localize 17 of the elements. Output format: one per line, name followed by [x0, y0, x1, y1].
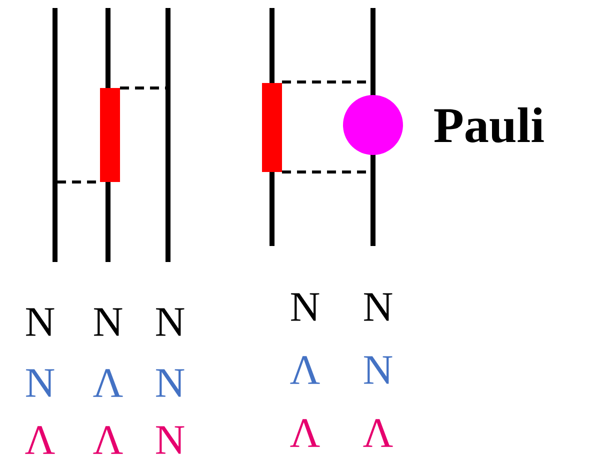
particle-symbol: N: [291, 293, 320, 321]
particle-symbol: N: [94, 308, 122, 336]
particle-symbol: Λ: [93, 426, 123, 454]
particle-symbol: N: [26, 308, 54, 336]
particle-symbol: N: [364, 356, 392, 384]
circle-label: Pauli: [434, 107, 544, 143]
particle-symbol: Λ: [290, 356, 320, 384]
particle-symbol: Λ: [363, 419, 393, 447]
particle-symbol: N: [156, 426, 184, 454]
particle-symbol: N: [364, 293, 392, 321]
circle: [343, 95, 403, 155]
particle-symbol: Λ: [93, 369, 123, 397]
particle-symbol: N: [156, 308, 184, 336]
particle-symbol: Λ: [290, 419, 320, 447]
particle-symbol: Λ: [25, 426, 55, 454]
particle-symbol: N: [26, 369, 54, 397]
particle-symbol: N: [156, 369, 184, 397]
